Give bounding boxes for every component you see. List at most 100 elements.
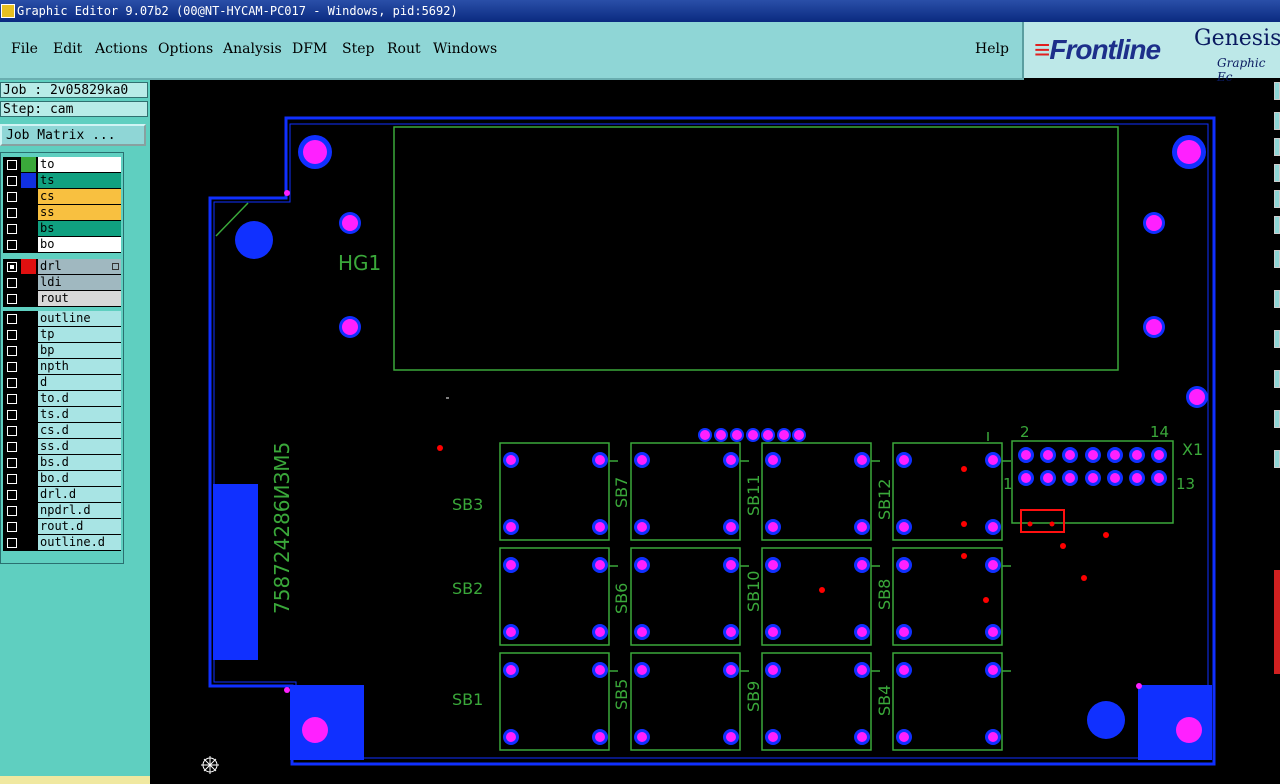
layer-color-swatch[interactable]	[21, 327, 36, 342]
layer-checkbox[interactable]	[7, 294, 17, 304]
layer-color-swatch[interactable]	[21, 375, 36, 390]
layer-name[interactable]: ts.d	[38, 407, 121, 422]
origin-marker-icon[interactable]	[201, 756, 219, 774]
menu-edit[interactable]: Edit	[53, 41, 83, 57]
toolbar-button[interactable]	[1274, 112, 1280, 130]
layer-checkbox[interactable]	[7, 240, 17, 250]
layer-row-drl[interactable]: drl	[3, 259, 121, 275]
layer-name[interactable]: bs.d	[38, 455, 121, 470]
layer-checkbox[interactable]	[7, 506, 17, 516]
layer-color-swatch[interactable]	[21, 455, 36, 470]
layer-row-bo-d[interactable]: bo.d	[3, 471, 121, 487]
layer-checkbox[interactable]	[7, 458, 17, 468]
job-matrix-button[interactable]: Job Matrix ...	[0, 124, 146, 146]
layer-row-bs[interactable]: bs	[3, 221, 121, 237]
layer-row-ldi[interactable]: ldi	[3, 275, 121, 291]
menu-windows[interactable]: Windows	[433, 41, 498, 57]
layer-name[interactable]: npth	[38, 359, 121, 374]
layer-row-cs-d[interactable]: cs.d	[3, 423, 121, 439]
layer-name[interactable]: drl	[38, 259, 121, 274]
layer-color-swatch[interactable]	[21, 439, 36, 454]
layer-name[interactable]: outline	[38, 311, 121, 326]
layer-row-ss[interactable]: ss	[3, 205, 121, 221]
layer-checkbox[interactable]	[7, 192, 17, 202]
layer-name[interactable]: ldi	[38, 275, 121, 290]
toolbar-button[interactable]	[1274, 410, 1280, 428]
menu-dfm[interactable]: DFM	[292, 41, 328, 57]
toolbar-button[interactable]	[1274, 250, 1280, 268]
layer-row-tp[interactable]: tp	[3, 327, 121, 343]
layer-row-to-d[interactable]: to.d	[3, 391, 121, 407]
layer-row-ts[interactable]: ts	[3, 173, 121, 189]
menu-step[interactable]: Step	[342, 41, 375, 57]
layer-checkbox[interactable]	[7, 442, 17, 452]
layer-color-swatch[interactable]	[21, 173, 36, 188]
toolbar-button[interactable]	[1274, 450, 1280, 468]
layer-checkbox[interactable]	[7, 224, 17, 234]
layer-checkbox[interactable]	[7, 160, 17, 170]
layer-color-swatch[interactable]	[21, 275, 36, 290]
layer-color-swatch[interactable]	[21, 259, 36, 274]
layer-color-swatch[interactable]	[21, 535, 36, 550]
layer-color-swatch[interactable]	[21, 503, 36, 518]
layer-name[interactable]: ts	[38, 173, 121, 188]
layer-checkbox[interactable]	[7, 346, 17, 356]
layer-color-swatch[interactable]	[21, 391, 36, 406]
toolbar-button[interactable]	[1274, 82, 1280, 100]
layer-color-swatch[interactable]	[21, 343, 36, 358]
layer-name[interactable]: cs.d	[38, 423, 121, 438]
layer-color-swatch[interactable]	[21, 423, 36, 438]
layer-checkbox[interactable]	[7, 490, 17, 500]
layer-color-swatch[interactable]	[21, 157, 36, 172]
layer-row-rout[interactable]: rout	[3, 291, 121, 307]
menu-options[interactable]: Options	[158, 41, 214, 57]
layer-checkbox[interactable]	[7, 208, 17, 218]
layer-row-bp[interactable]: bp	[3, 343, 121, 359]
menu-rout[interactable]: Rout	[387, 41, 421, 57]
menu-help[interactable]: Help	[975, 41, 1009, 57]
layer-color-swatch[interactable]	[21, 359, 36, 374]
layer-name[interactable]: to.d	[38, 391, 121, 406]
layer-row-outline[interactable]: outline	[3, 311, 121, 327]
toolbar-button[interactable]	[1274, 138, 1280, 156]
layer-color-swatch[interactable]	[21, 205, 36, 220]
layer-checkbox[interactable]	[7, 474, 17, 484]
layer-name[interactable]: ss.d	[38, 439, 121, 454]
layer-checkbox[interactable]	[7, 538, 17, 548]
toolbar-button[interactable]	[1274, 190, 1280, 208]
layer-row-ts-d[interactable]: ts.d	[3, 407, 121, 423]
layer-row-d[interactable]: d	[3, 375, 121, 391]
layer-row-bo[interactable]: bo	[3, 237, 121, 253]
layer-checkbox[interactable]	[7, 278, 17, 288]
layer-name[interactable]: drl.d	[38, 487, 121, 502]
layer-color-swatch[interactable]	[21, 291, 36, 306]
layer-name[interactable]: bs	[38, 221, 121, 236]
layer-row-outline-d[interactable]: outline.d	[3, 535, 121, 551]
layer-checkbox[interactable]	[7, 262, 17, 272]
layer-name[interactable]: to	[38, 157, 121, 172]
layer-row-to[interactable]: to	[3, 157, 121, 173]
layer-name[interactable]: outline.d	[38, 535, 121, 550]
layer-color-swatch[interactable]	[21, 487, 36, 502]
layer-checkbox[interactable]	[7, 378, 17, 388]
menu-actions[interactable]: Actions	[95, 41, 148, 57]
layer-checkbox[interactable]	[7, 522, 17, 532]
layer-name[interactable]: bo.d	[38, 471, 121, 486]
layer-name[interactable]: ss	[38, 205, 121, 220]
layer-row-bs-d[interactable]: bs.d	[3, 455, 121, 471]
layer-color-swatch[interactable]	[21, 519, 36, 534]
layer-checkbox[interactable]	[7, 426, 17, 436]
layer-name[interactable]: rout	[38, 291, 121, 306]
layer-name[interactable]: tp	[38, 327, 121, 342]
toolbar-button[interactable]	[1274, 290, 1280, 308]
layer-checkbox[interactable]	[7, 176, 17, 186]
layer-checkbox[interactable]	[7, 362, 17, 372]
toolbar-button[interactable]	[1274, 164, 1280, 182]
layer-name[interactable]: cs	[38, 189, 121, 204]
layer-checkbox[interactable]	[7, 330, 17, 340]
layer-color-swatch[interactable]	[21, 221, 36, 236]
layer-row-npth[interactable]: npth	[3, 359, 121, 375]
layer-color-swatch[interactable]	[21, 471, 36, 486]
layer-row-rout-d[interactable]: rout.d	[3, 519, 121, 535]
toolbar-button[interactable]	[1274, 216, 1280, 234]
